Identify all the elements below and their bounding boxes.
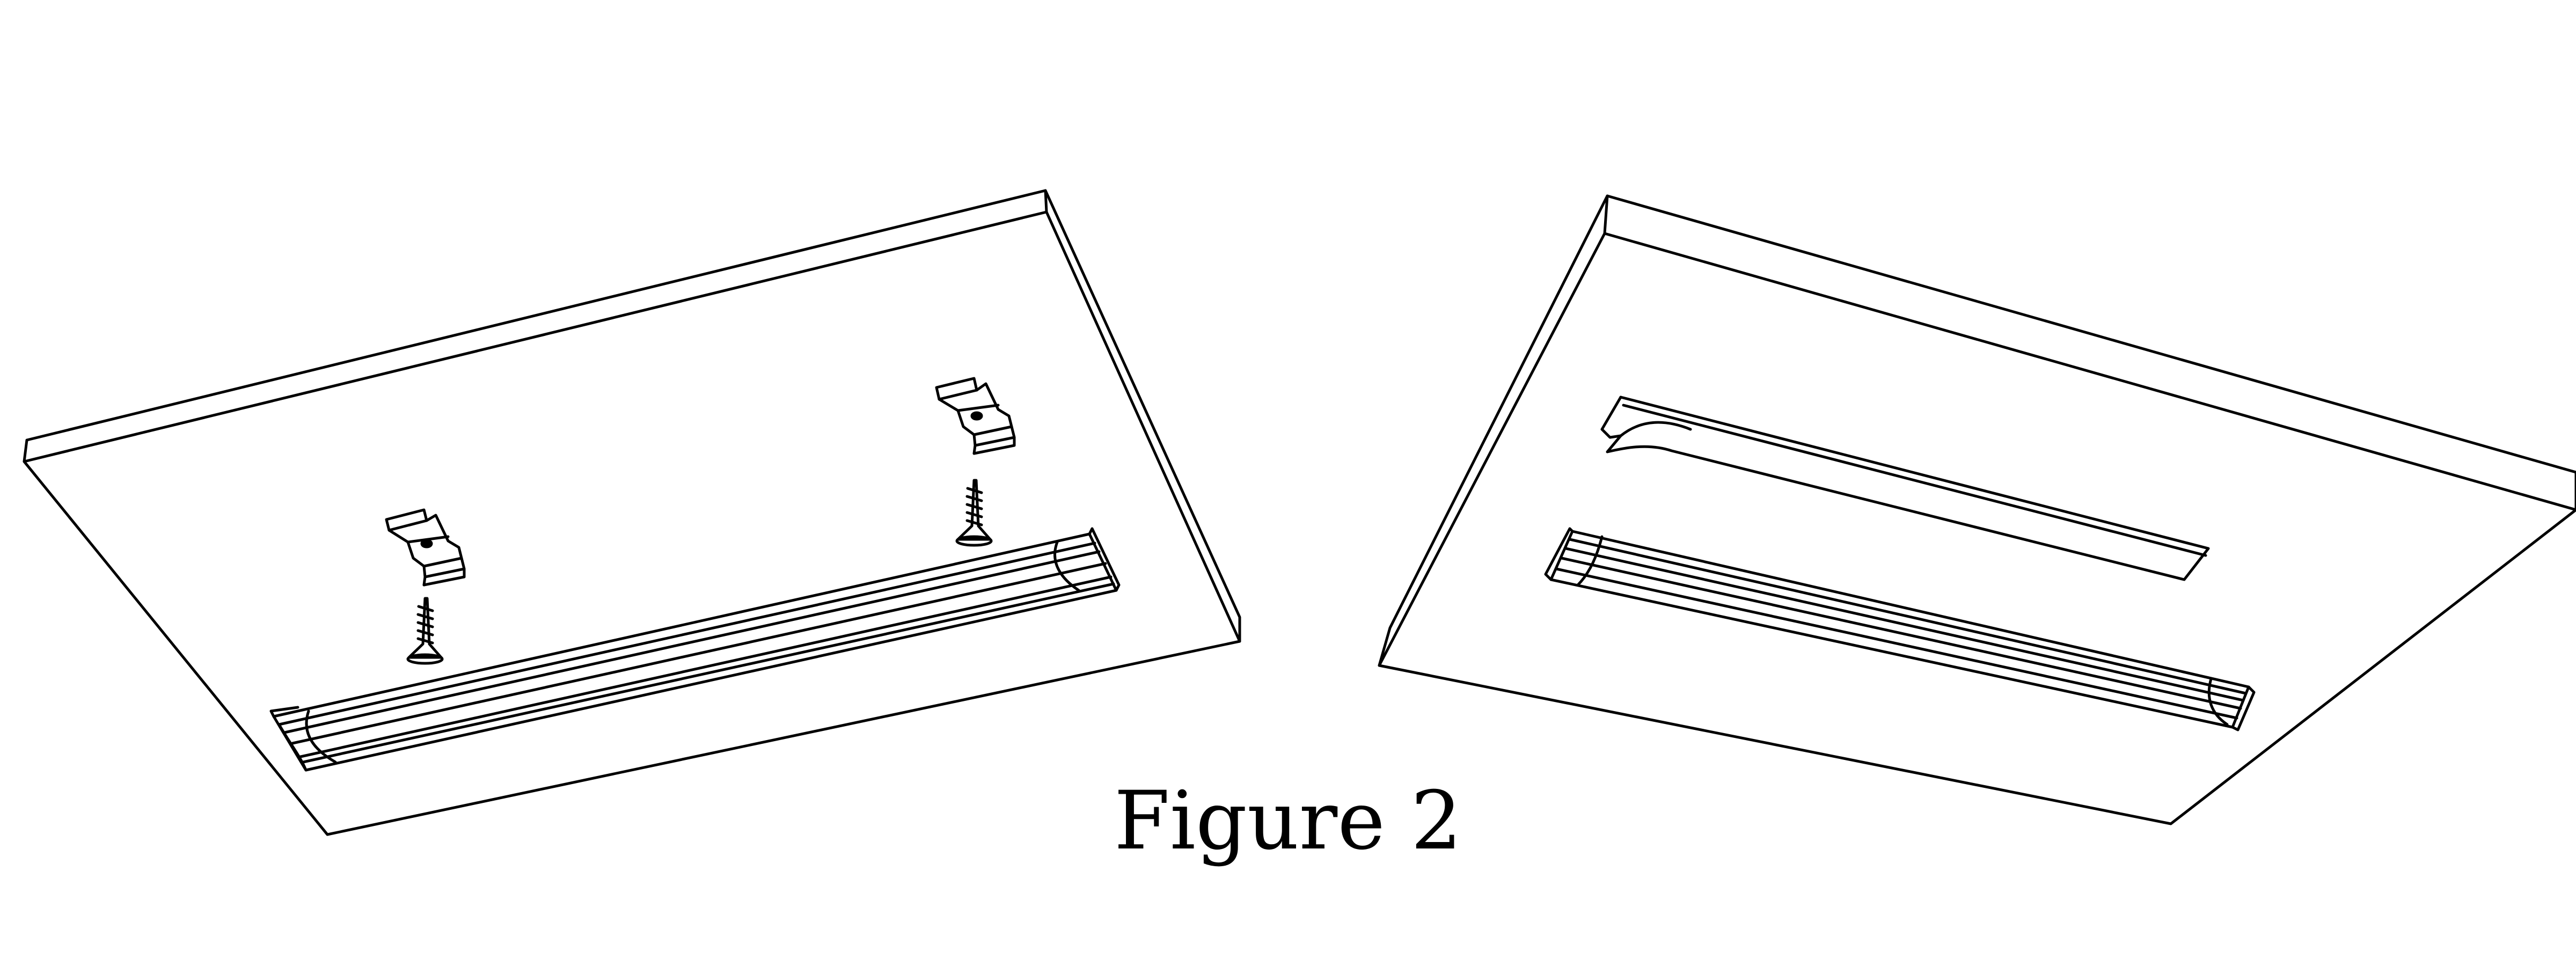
left-mounting-clip-1 (385, 508, 466, 587)
left-board (23, 189, 1241, 836)
left-mounting-clip-2 (935, 377, 1016, 455)
right-board (1378, 194, 2576, 825)
left-panel (23, 189, 1241, 836)
right-profile-slot-cutout (1600, 396, 2210, 581)
right-panel (1378, 194, 2576, 825)
left-screw-2 (955, 479, 993, 547)
left-screw-1 (406, 597, 444, 665)
right-led-profile-channel (1544, 527, 2256, 731)
figure-caption: Figure 2 (1114, 774, 1462, 868)
left-led-profile-channel (269, 527, 1121, 772)
